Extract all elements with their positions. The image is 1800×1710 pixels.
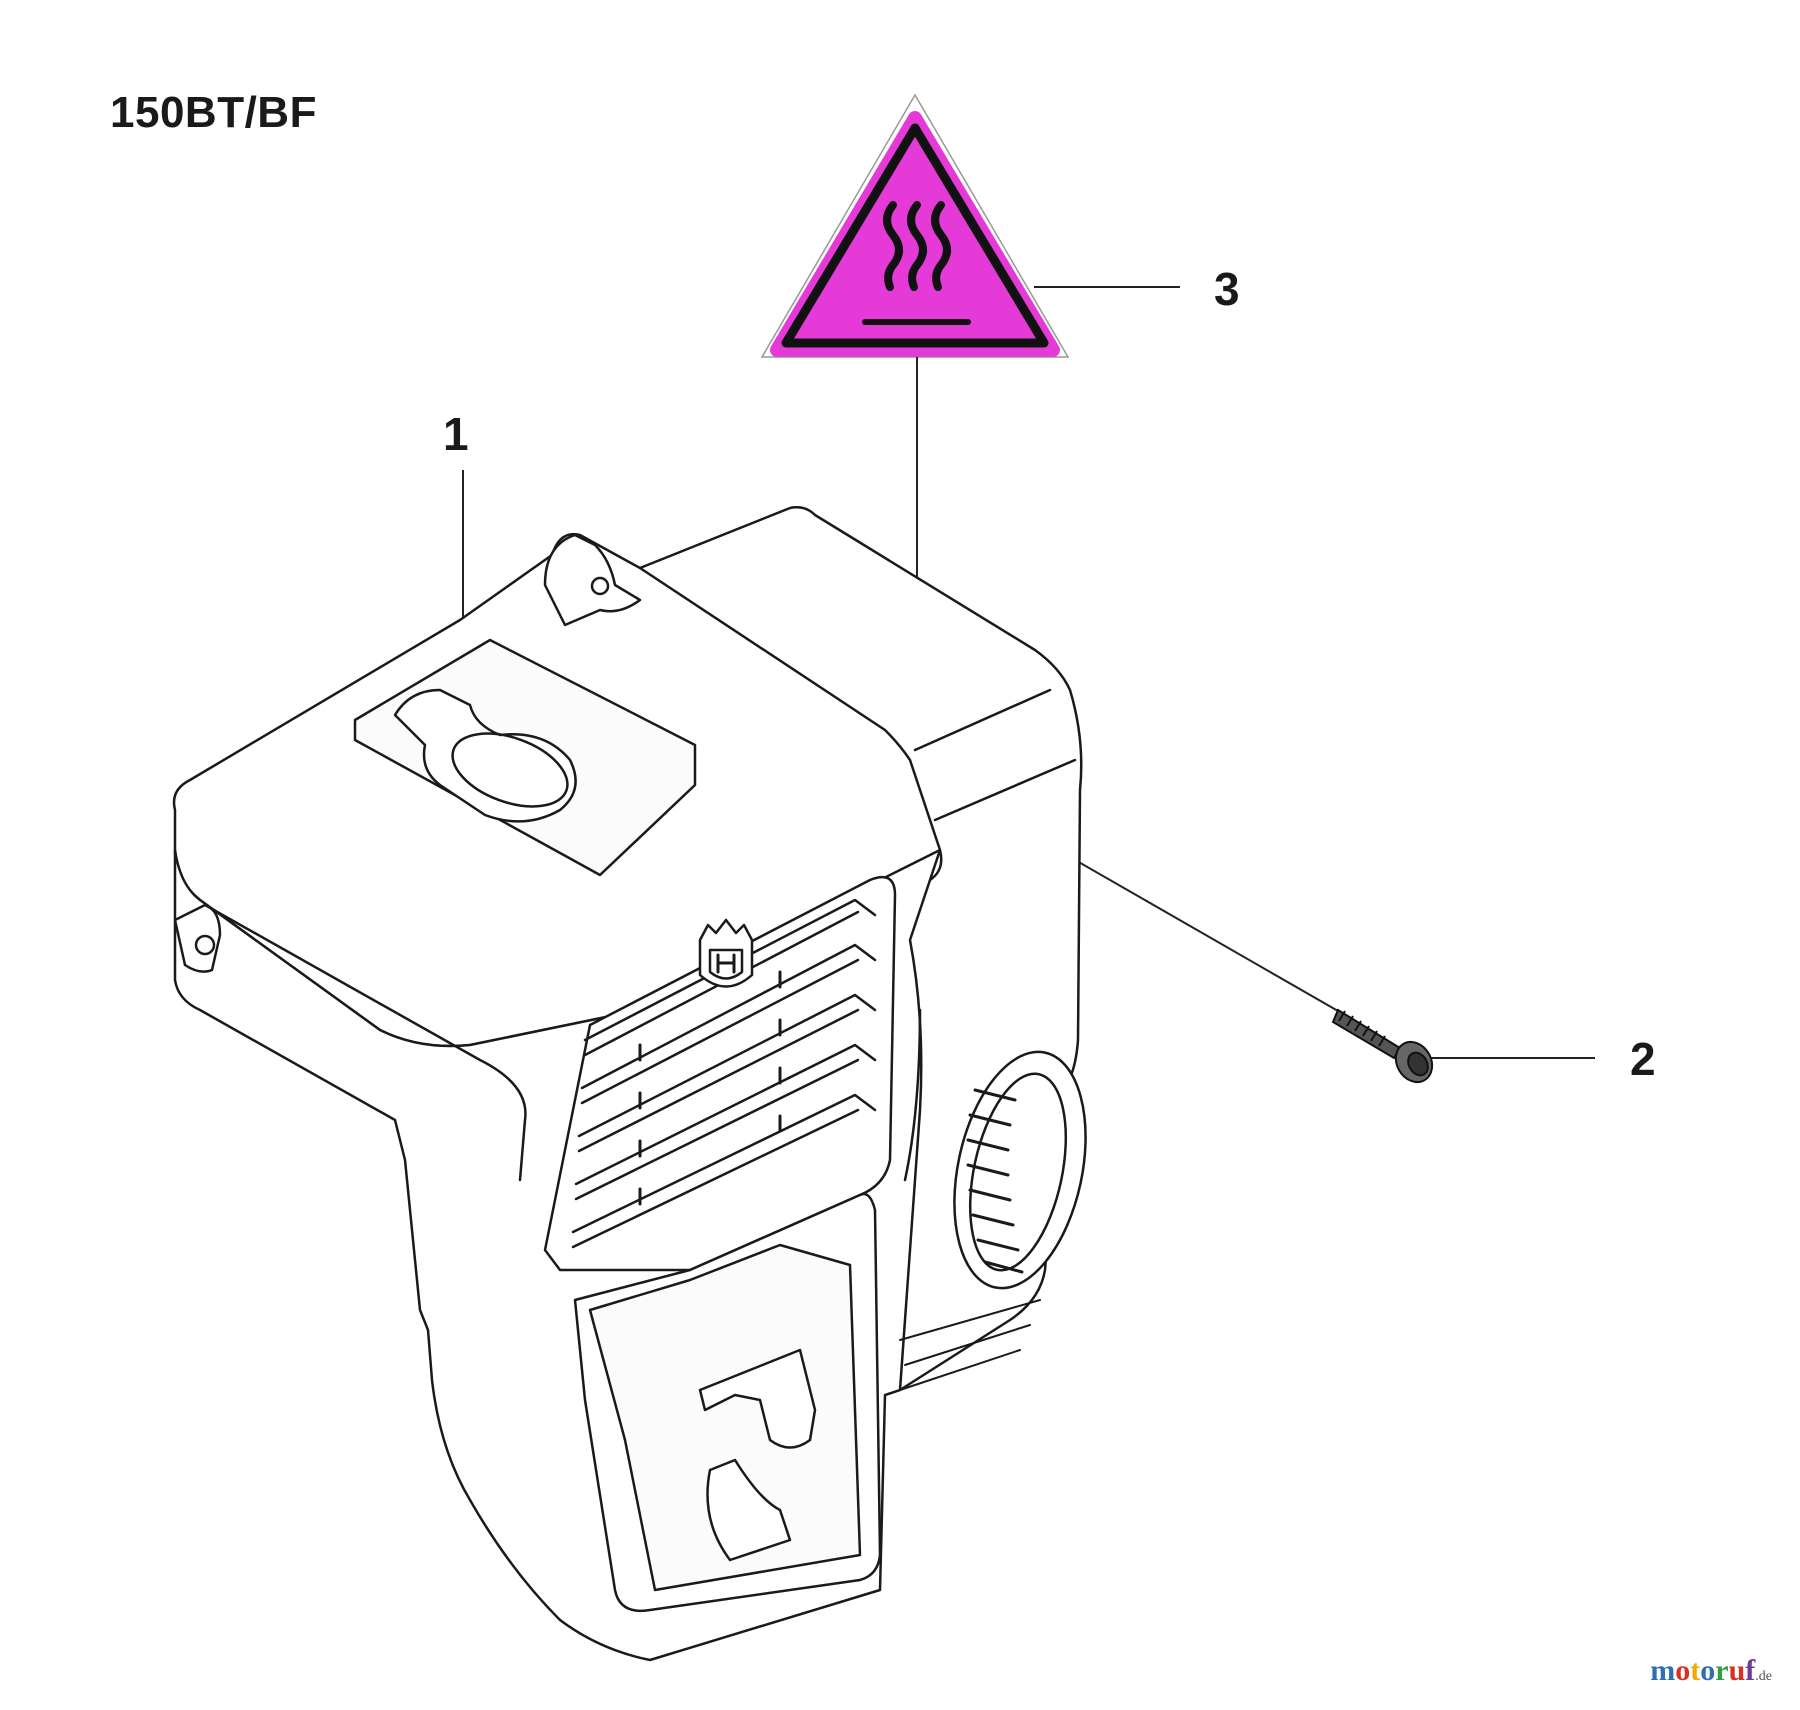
callout-3: 3 bbox=[1214, 263, 1240, 315]
watermark-suffix: .de bbox=[1755, 1669, 1772, 1684]
watermark-letter: o bbox=[1675, 1654, 1691, 1687]
brand-logo bbox=[698, 918, 754, 988]
watermark-letter: t bbox=[1690, 1654, 1701, 1687]
watermark-letter: u bbox=[1728, 1654, 1746, 1687]
watermark-letter: m bbox=[1650, 1654, 1676, 1687]
callout-2: 2 bbox=[1630, 1033, 1656, 1085]
watermark: motoruf.de bbox=[1650, 1654, 1772, 1688]
cylinder-cover bbox=[172, 506, 1087, 1662]
model-title: 150BT/BF bbox=[110, 88, 317, 137]
watermark-text: motoruf bbox=[1650, 1654, 1755, 1687]
callout-1: 1 bbox=[443, 408, 469, 460]
hot-surface-icon bbox=[862, 201, 971, 325]
watermark-letter: f bbox=[1745, 1654, 1756, 1687]
screw bbox=[1331, 1008, 1434, 1084]
watermark-letter: o bbox=[1700, 1654, 1716, 1687]
warning-decal bbox=[760, 93, 1070, 358]
watermark-letter: r bbox=[1715, 1654, 1729, 1687]
